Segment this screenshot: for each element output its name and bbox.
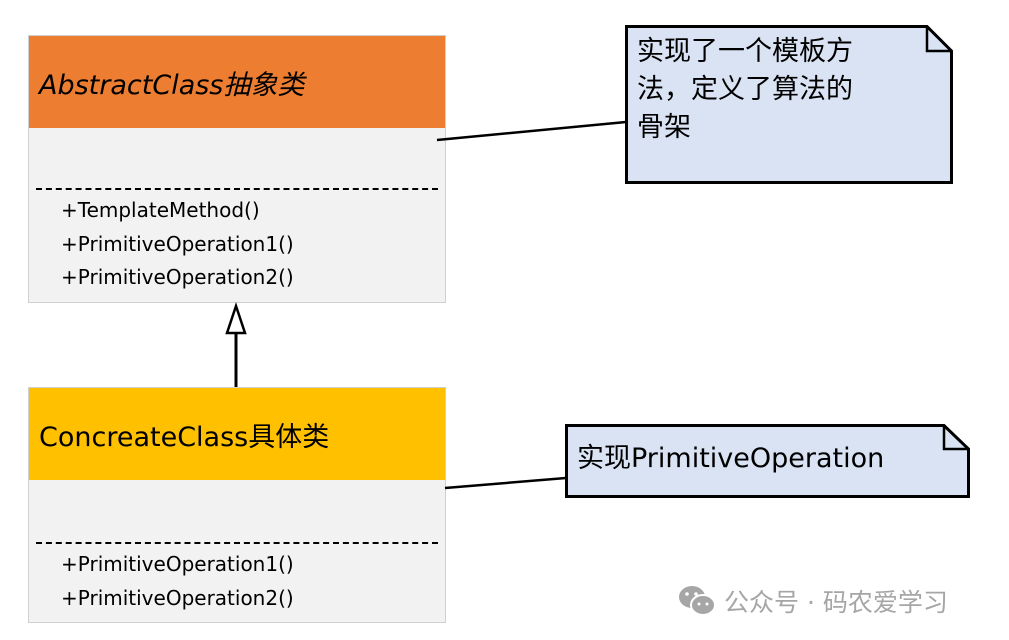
concrete-class-box: ConcreateClass具体类 +PrimitiveOperation1()… [28,387,446,623]
generalization-arrowhead [225,302,247,335]
template-note-link [436,120,627,142]
wechat-icon [679,586,716,616]
template-method-note: 实现了一个模板方 法，定义了算法的 骨架 [625,25,953,184]
note-line: 实现了一个模板方 [637,36,853,67]
note-line: 骨架 [637,112,691,143]
note-shape [565,424,970,498]
abstract-class-divider [36,188,438,190]
concrete-class-divider [36,542,438,544]
primitive-operation-note: 实现PrimitiveOperation [565,424,970,498]
note-line: 法，定义了算法的 [637,74,853,105]
note-text: 实现PrimitiveOperation [577,443,885,474]
method-primitive-operation-2: +PrimitiveOperation2() [61,585,294,610]
method-primitive-operation-2: +PrimitiveOperation2() [61,265,294,289]
watermark-text: 公众号 · 码农爱学习 [724,588,948,617]
method-template-method: +TemplateMethod() [61,198,260,222]
note-shape [625,25,953,184]
abstract-class-box: AbstractClass抽象类 +TemplateMethod() +Prim… [28,35,446,303]
watermark: 公众号 · 码农爱学习 [678,583,948,619]
abstract-class-name: AbstractClass抽象类 [29,36,445,128]
concrete-class-methods: +PrimitiveOperation1() +PrimitiveOperati… [61,548,294,615]
concrete-class-name: ConcreateClass具体类 [29,388,445,480]
method-primitive-operation-1: +PrimitiveOperation1() [61,231,294,256]
abstract-class-methods: +TemplateMethod() +PrimitiveOperation1()… [61,194,294,295]
note-text: 实现了一个模板方 法，定义了算法的 骨架 [637,33,941,147]
primitive-note-link [444,476,567,490]
method-primitive-operation-1: +PrimitiveOperation1() [61,552,294,576]
